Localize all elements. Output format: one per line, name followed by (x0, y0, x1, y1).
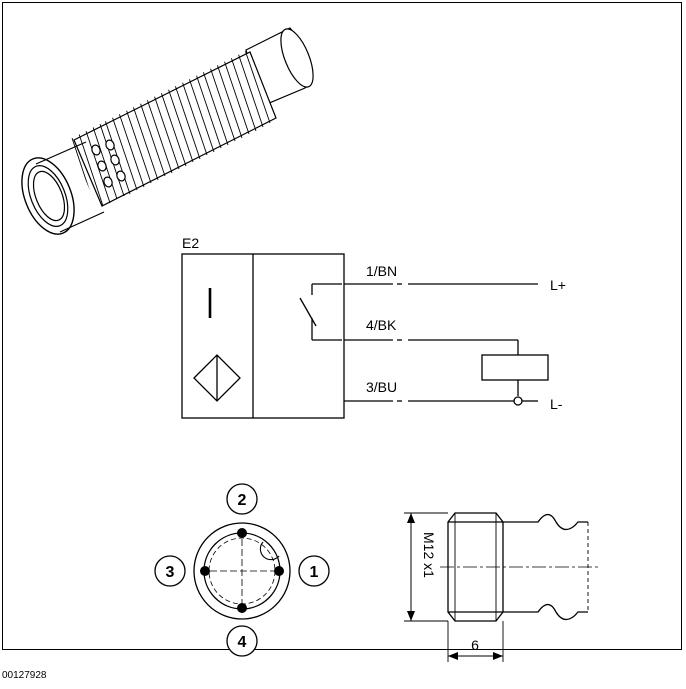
sensor-illustration (21, 27, 314, 235)
connector-pinout: 2 4 3 1 (154, 483, 330, 657)
sensor-label: E2 (182, 235, 199, 251)
pin-3-balloon (154, 555, 186, 587)
pin-4-number: 4 (238, 634, 247, 651)
length-dimension-label: 6 (471, 637, 479, 653)
wire-label-3: 3/BU (366, 379, 397, 395)
pin-1-contact (274, 566, 284, 576)
sensor-box (181, 253, 345, 419)
pin-3-number: 3 (166, 564, 175, 581)
pin-2-contact (237, 528, 247, 538)
pin-1-balloon (298, 555, 330, 587)
wiring-diagram: E2 (181, 235, 566, 419)
drawing-frame (2, 2, 682, 650)
load-symbol (481, 354, 549, 381)
pin-2-number: 2 (238, 492, 247, 509)
wire-label-1: 1/BN (366, 263, 397, 279)
connector-outer-ring (193, 522, 291, 620)
thread-dimension-drawing: M12 x1 6 (404, 512, 600, 662)
pin-4-balloon (226, 625, 258, 657)
wire-label-2: 4/BK (366, 317, 397, 333)
junction-node (513, 396, 523, 406)
thread-dimension-label: M12 x1 (421, 532, 437, 578)
terminal-l-minus: L- (550, 396, 563, 412)
pin-4-contact (237, 603, 247, 613)
switch-contact-symbol (299, 283, 342, 341)
pin-3-contact (200, 566, 210, 576)
terminal-l-plus: L+ (550, 277, 566, 293)
inductive-sensor-symbol (193, 354, 241, 402)
pin-1-number: 1 (310, 564, 319, 581)
document-id: 00127928 (2, 670, 47, 681)
pin-2-balloon (226, 483, 258, 515)
